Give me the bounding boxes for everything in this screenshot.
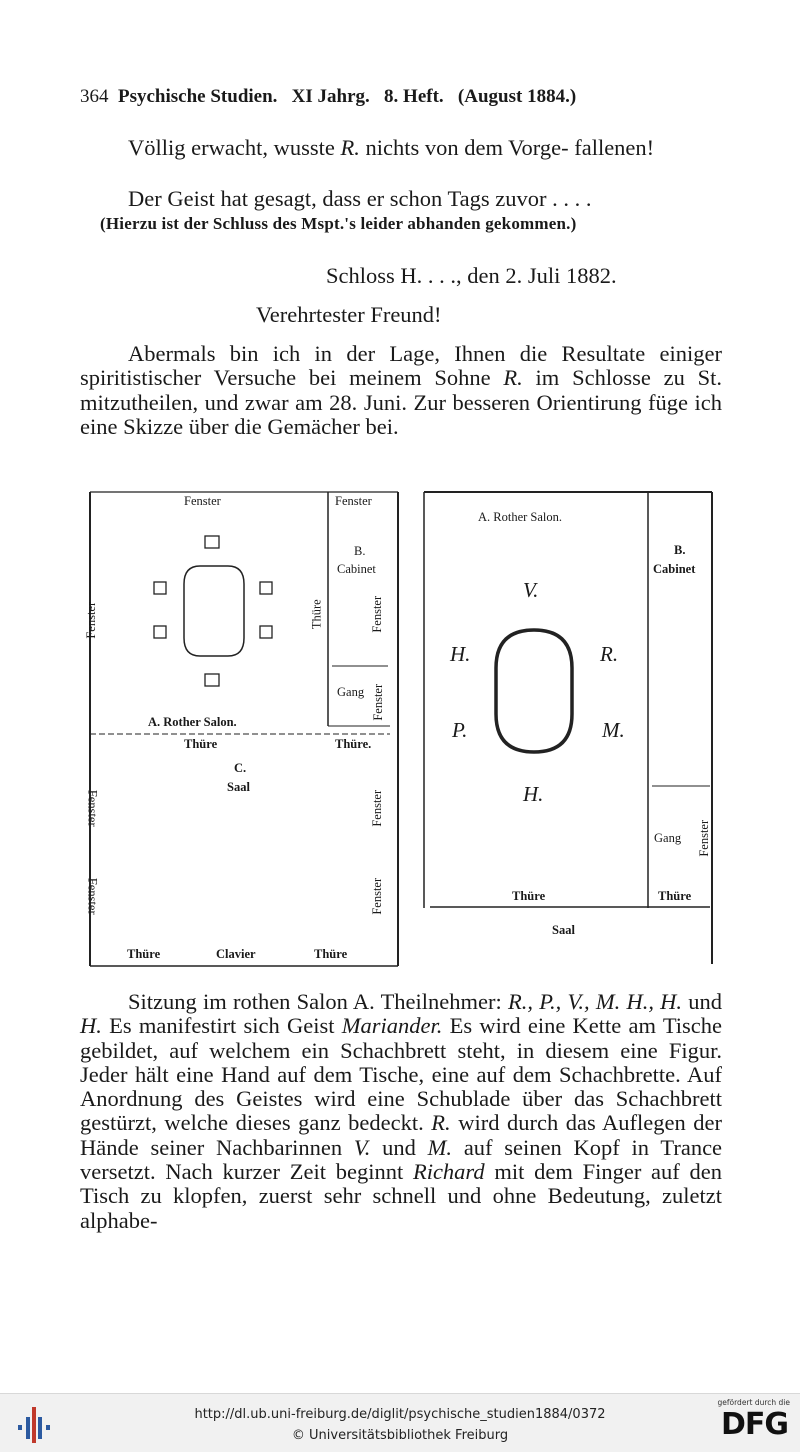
- viewer-footer: http://dl.ub.uni-freiburg.de/diglit/psyc…: [0, 1393, 800, 1452]
- seat-m: M.: [602, 718, 625, 742]
- text-line: nichts von dem Vorge-: [365, 135, 569, 160]
- label-fenster: Fenster: [370, 877, 385, 915]
- copyright: © Universitätsbibliothek Freiburg: [291, 1428, 509, 1443]
- name-r: R.: [340, 135, 360, 160]
- label-fenster: Fenster: [370, 595, 385, 633]
- running-title: Psychische Studien.: [118, 86, 278, 107]
- name-richard: Richard: [412, 1159, 485, 1185]
- label-cabinet: Cabinet: [653, 562, 696, 576]
- permalink[interactable]: http://dl.ub.uni-freiburg.de/diglit/psyc…: [194, 1407, 606, 1422]
- label-fenster: Fenster: [335, 494, 372, 508]
- name-r: R.: [431, 1110, 451, 1136]
- participants: M. H., H.: [595, 989, 683, 1014]
- label-cabinet: Cabinet: [337, 562, 376, 576]
- paragraph-text: im Schlosse zu St. mitzutheilen, und zwa…: [80, 365, 722, 439]
- label-fenster: Fenster: [84, 601, 99, 639]
- label-fenster: Fenster: [85, 789, 100, 827]
- closing-paragraph: Völlig erwacht, wusste R. nichts von dem…: [80, 135, 722, 160]
- label-fenster: Fenster: [184, 494, 221, 508]
- label-fenster: Fenster: [370, 789, 385, 827]
- paragraph-text: Es manifestirt sich Geist: [109, 1013, 335, 1039]
- label-rother-salon: A. Rother Salon.: [148, 715, 237, 729]
- label-thuere: Thüre: [184, 737, 218, 751]
- label-rother-salon: A. Rother Salon.: [478, 510, 563, 524]
- label-fenster: Fenster: [371, 683, 386, 721]
- label-saal: Saal: [552, 923, 575, 937]
- seat-r: R.: [600, 642, 619, 666]
- seat-h: H.: [450, 642, 471, 666]
- label-room-c: C.: [234, 761, 247, 775]
- name-r: R.: [503, 365, 523, 391]
- label-thuere: Thüre: [127, 947, 161, 961]
- text-line: fallenen!: [574, 135, 655, 160]
- volume: XI Jahrg.: [291, 86, 370, 107]
- participants: R., P., V.,: [508, 989, 590, 1014]
- seat-p: P.: [452, 718, 468, 742]
- label-thuere: Thüre.: [335, 737, 372, 751]
- library-logo-icon: [18, 1407, 50, 1443]
- floor-plan-left: Fenster Fenster B. Cabinet Fenster Thüre…: [84, 488, 400, 968]
- label-thuere: Thüre: [512, 889, 546, 903]
- label-thuere: Thüre: [658, 889, 692, 903]
- label-fenster: Fenster: [697, 819, 712, 857]
- dateline: Schloss H. . . ., den 2. Juli 1882.: [326, 263, 617, 288]
- floor-plan-left-lines: [89, 491, 399, 967]
- label-clavier: Clavier: [216, 947, 256, 961]
- dfg-logo: DFG: [720, 1407, 789, 1442]
- seat-v: V.: [523, 578, 539, 602]
- paragraph-text: und: [688, 989, 723, 1014]
- editorial-note: (Hierzu ist der Schluss des Mspt.'s leid…: [100, 214, 577, 233]
- dfg-caption: gefördert durch die: [717, 1398, 791, 1407]
- running-header: 364 Psychische Studien. XI Jahrg. 8. Hef…: [80, 86, 720, 108]
- floor-plan-right-lines: [423, 491, 713, 964]
- name-m: M.: [427, 1134, 453, 1160]
- label-room-b: B.: [674, 543, 686, 557]
- paragraph-text: Abermals bin ich in der Lage, Ihnen die …: [80, 341, 722, 391]
- text-line: Der Geist hat gesagt, dass er schon Tags…: [128, 186, 592, 211]
- text-line: Völlig erwacht, wusste: [128, 135, 335, 160]
- label-saal: Saal: [227, 780, 250, 794]
- participants: H.: [80, 1013, 102, 1039]
- floor-plan-right: A. Rother Salon. B. Cabinet V. H. R. P. …: [420, 488, 716, 966]
- letter-paragraph: Abermals bin ich in der Lage, Ihnen die …: [80, 341, 722, 439]
- paragraph-text: Es wird eine Kette am Tische gebildet, a…: [80, 1013, 722, 1136]
- paragraph-text: mit dem Finger auf den Tisch zu klopfen,…: [80, 1159, 723, 1233]
- session-paragraph: Sitzung im rothen Salon A. Theilnehmer: …: [80, 989, 723, 1233]
- label-gang: Gang: [337, 685, 365, 699]
- paragraph-text: Sitzung im rothen Salon A. Theilnehmer:: [128, 989, 502, 1014]
- paragraph-text: auf seinen Kopf in Trance versetzt. Nach…: [80, 1134, 723, 1185]
- seat-h: H.: [523, 782, 544, 806]
- label-room-b: B.: [354, 544, 366, 558]
- paragraph-text: und: [382, 1134, 416, 1160]
- issue-date: (August 1884.): [457, 86, 577, 107]
- paragraph-text: wird durch das Auflegen der Hände seiner…: [80, 1110, 723, 1160]
- name-v: V.: [353, 1134, 371, 1160]
- label-thuere: Thüre: [309, 599, 324, 630]
- page-number: 364: [80, 86, 109, 107]
- label-thuere: Thüre: [314, 947, 348, 961]
- label-fenster: Fenster: [85, 877, 100, 915]
- salutation: Verehrtester Freund!: [256, 302, 442, 327]
- issue: 8. Heft.: [384, 86, 444, 107]
- spirit-name: Mariander.: [341, 1013, 443, 1039]
- label-gang: Gang: [654, 831, 682, 845]
